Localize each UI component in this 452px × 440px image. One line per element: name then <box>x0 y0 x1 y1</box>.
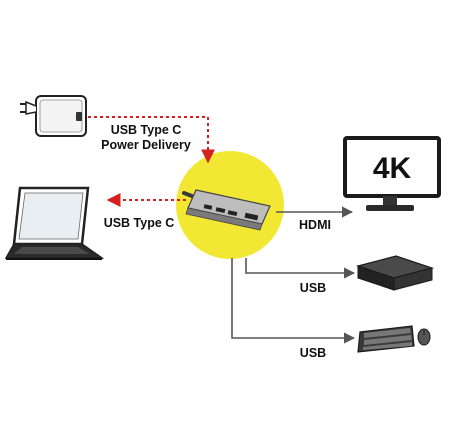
usb-keyboard-connector-line <box>231 258 356 344</box>
hdmi-link-label: HDMI <box>299 218 331 232</box>
power-delivery-label-line2: Power Delivery <box>101 138 191 152</box>
monitor-icon: 4K <box>343 136 441 211</box>
usb-drive-link-label: USB <box>300 281 326 295</box>
laptop-icon <box>4 186 105 260</box>
usb-drive-connector-line <box>245 258 356 279</box>
power-delivery-arrow <box>88 116 215 164</box>
mouse-icon <box>417 328 431 346</box>
usb-c-hub-icon <box>182 189 271 231</box>
usb-keyboard-link-label: USB <box>300 346 326 360</box>
power-adapter-icon <box>20 95 87 137</box>
laptop-link-label: USB Type C <box>104 216 175 230</box>
external-drive-icon <box>355 255 435 291</box>
keyboard-icon <box>357 325 415 353</box>
monitor-4k-text: 4K <box>373 152 412 185</box>
power-delivery-label-line1: USB Type C <box>111 123 182 137</box>
